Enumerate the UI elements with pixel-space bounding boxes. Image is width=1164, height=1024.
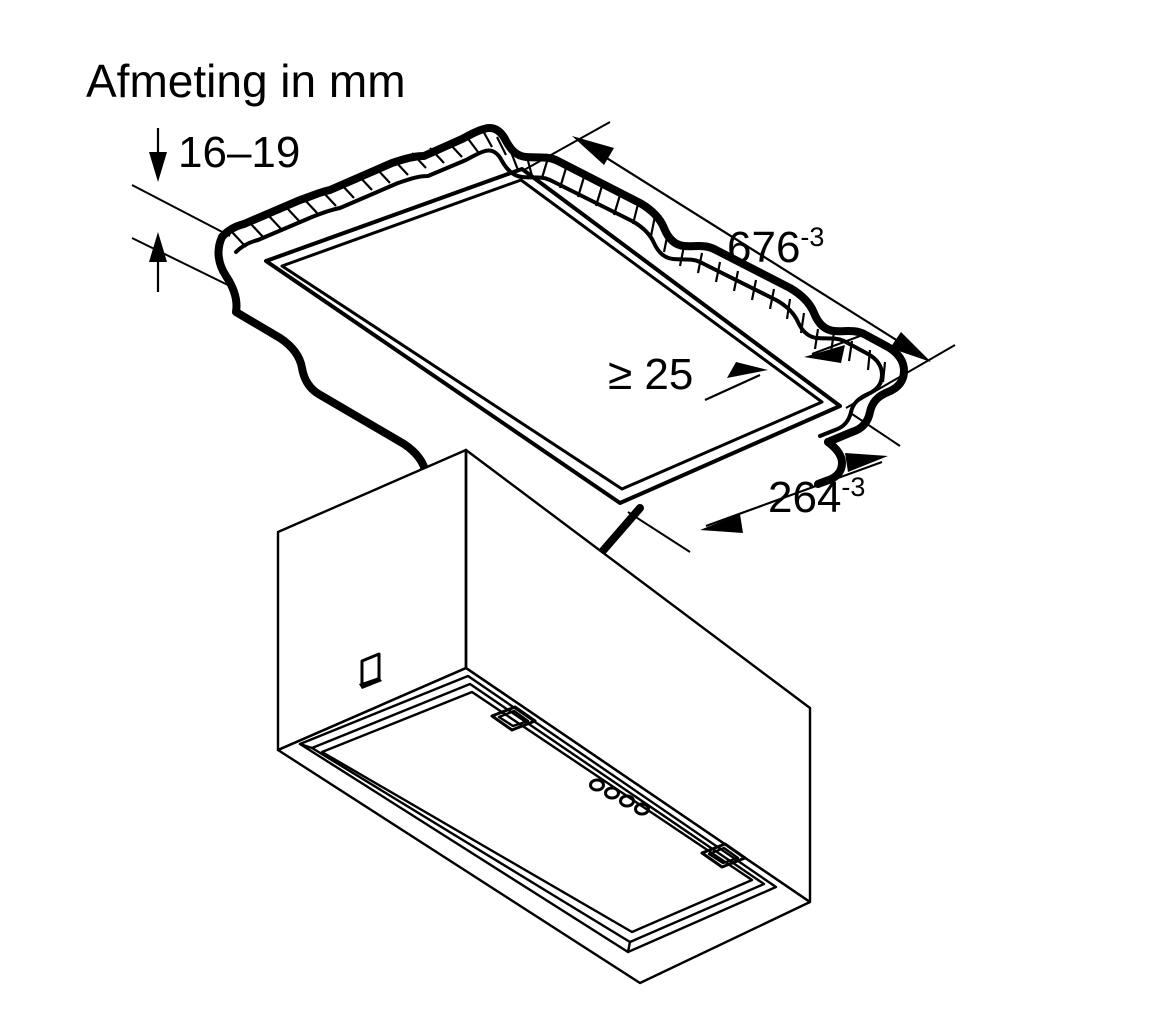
page-title: Afmeting in mm: [86, 55, 406, 107]
light-module-1-outer: [490, 705, 537, 732]
control-buttons: [589, 778, 650, 816]
length-dimension-line: [577, 139, 926, 359]
thickness-extension-bottom: [131, 237, 235, 289]
depth-tolerance: -3: [841, 472, 865, 502]
thickness-extension-top: [131, 184, 231, 237]
depth-dimension-text: 264-3: [768, 472, 865, 522]
length-arrowhead-end: [890, 332, 931, 362]
clearance-text: ≥ 25: [608, 350, 693, 399]
thickness-dimension-text: 16–19: [178, 128, 300, 177]
hood-left-face: [278, 450, 466, 750]
thickness-arrowhead-bottom: [149, 232, 167, 262]
length-extension-start: [523, 121, 611, 171]
worktop-break-edge-back: [218, 124, 908, 446]
length-dimension-text: 676-3: [727, 222, 824, 272]
dimension-worktop-thickness: 16–19: [131, 128, 300, 292]
dimension-edge-clearance: ≥ 25: [608, 334, 861, 402]
depth-arrowhead-end: [700, 514, 743, 533]
length-arrowhead-start: [572, 136, 614, 165]
worktop-break-edge-right-tail: [814, 438, 846, 488]
light-module-1: [490, 705, 537, 732]
worktop-hatch-ticks-left: [231, 128, 534, 248]
control-button-3[interactable]: [619, 794, 635, 808]
cutout-inner-edge: [280, 178, 824, 491]
hood-panel-outer-frame: [298, 674, 778, 954]
depth-extension-start: [851, 413, 901, 447]
dimension-cutout-depth: 264-3: [627, 413, 901, 553]
length-value: 676: [727, 223, 800, 272]
dimension-cutout-length: 676-3: [523, 121, 956, 409]
light-module-2-inner: [707, 846, 740, 865]
worktop-top-surface: [222, 126, 905, 508]
light-module-2: [700, 842, 747, 869]
control-button-1[interactable]: [589, 778, 605, 792]
depth-arrowhead-start: [845, 453, 888, 472]
hood-panel-inner-opening: [320, 690, 754, 934]
worktop-break-edge-inner: [234, 148, 884, 438]
hood-bottom-face-outline: [276, 666, 812, 985]
hood-body-assembly: [276, 448, 812, 985]
light-module-2-outer: [700, 842, 747, 869]
hood-panel-middle-frame: [310, 682, 766, 944]
clearance-leader-line: [704, 373, 761, 402]
clearance-arrowhead: [727, 362, 768, 378]
length-extension-end: [845, 344, 956, 409]
clearance-band-arrowhead: [804, 345, 845, 363]
light-module-1-inner: [497, 709, 530, 728]
worktop-hatch-ticks-right: [540, 157, 887, 383]
depth-value: 264: [768, 473, 841, 522]
wall-outlet-marker: [359, 652, 382, 689]
wall-outlet-base: [359, 677, 382, 689]
hood-frame-depth-line-a: [298, 742, 314, 750]
depth-dimension-line: [705, 460, 883, 528]
hood-frame-depth-line-b: [626, 940, 632, 954]
clearance-band-line: [811, 334, 861, 356]
hood-back-face: [466, 450, 810, 902]
worktop-assembly: [214, 124, 908, 602]
hood-bottom-face: [278, 668, 810, 983]
thickness-arrowhead-top: [149, 152, 167, 182]
control-button-2[interactable]: [604, 786, 620, 800]
control-button-4[interactable]: [634, 802, 650, 816]
length-tolerance: -3: [800, 222, 824, 252]
depth-extension-end: [627, 511, 691, 553]
cutout-outer-edge: [264, 167, 842, 505]
